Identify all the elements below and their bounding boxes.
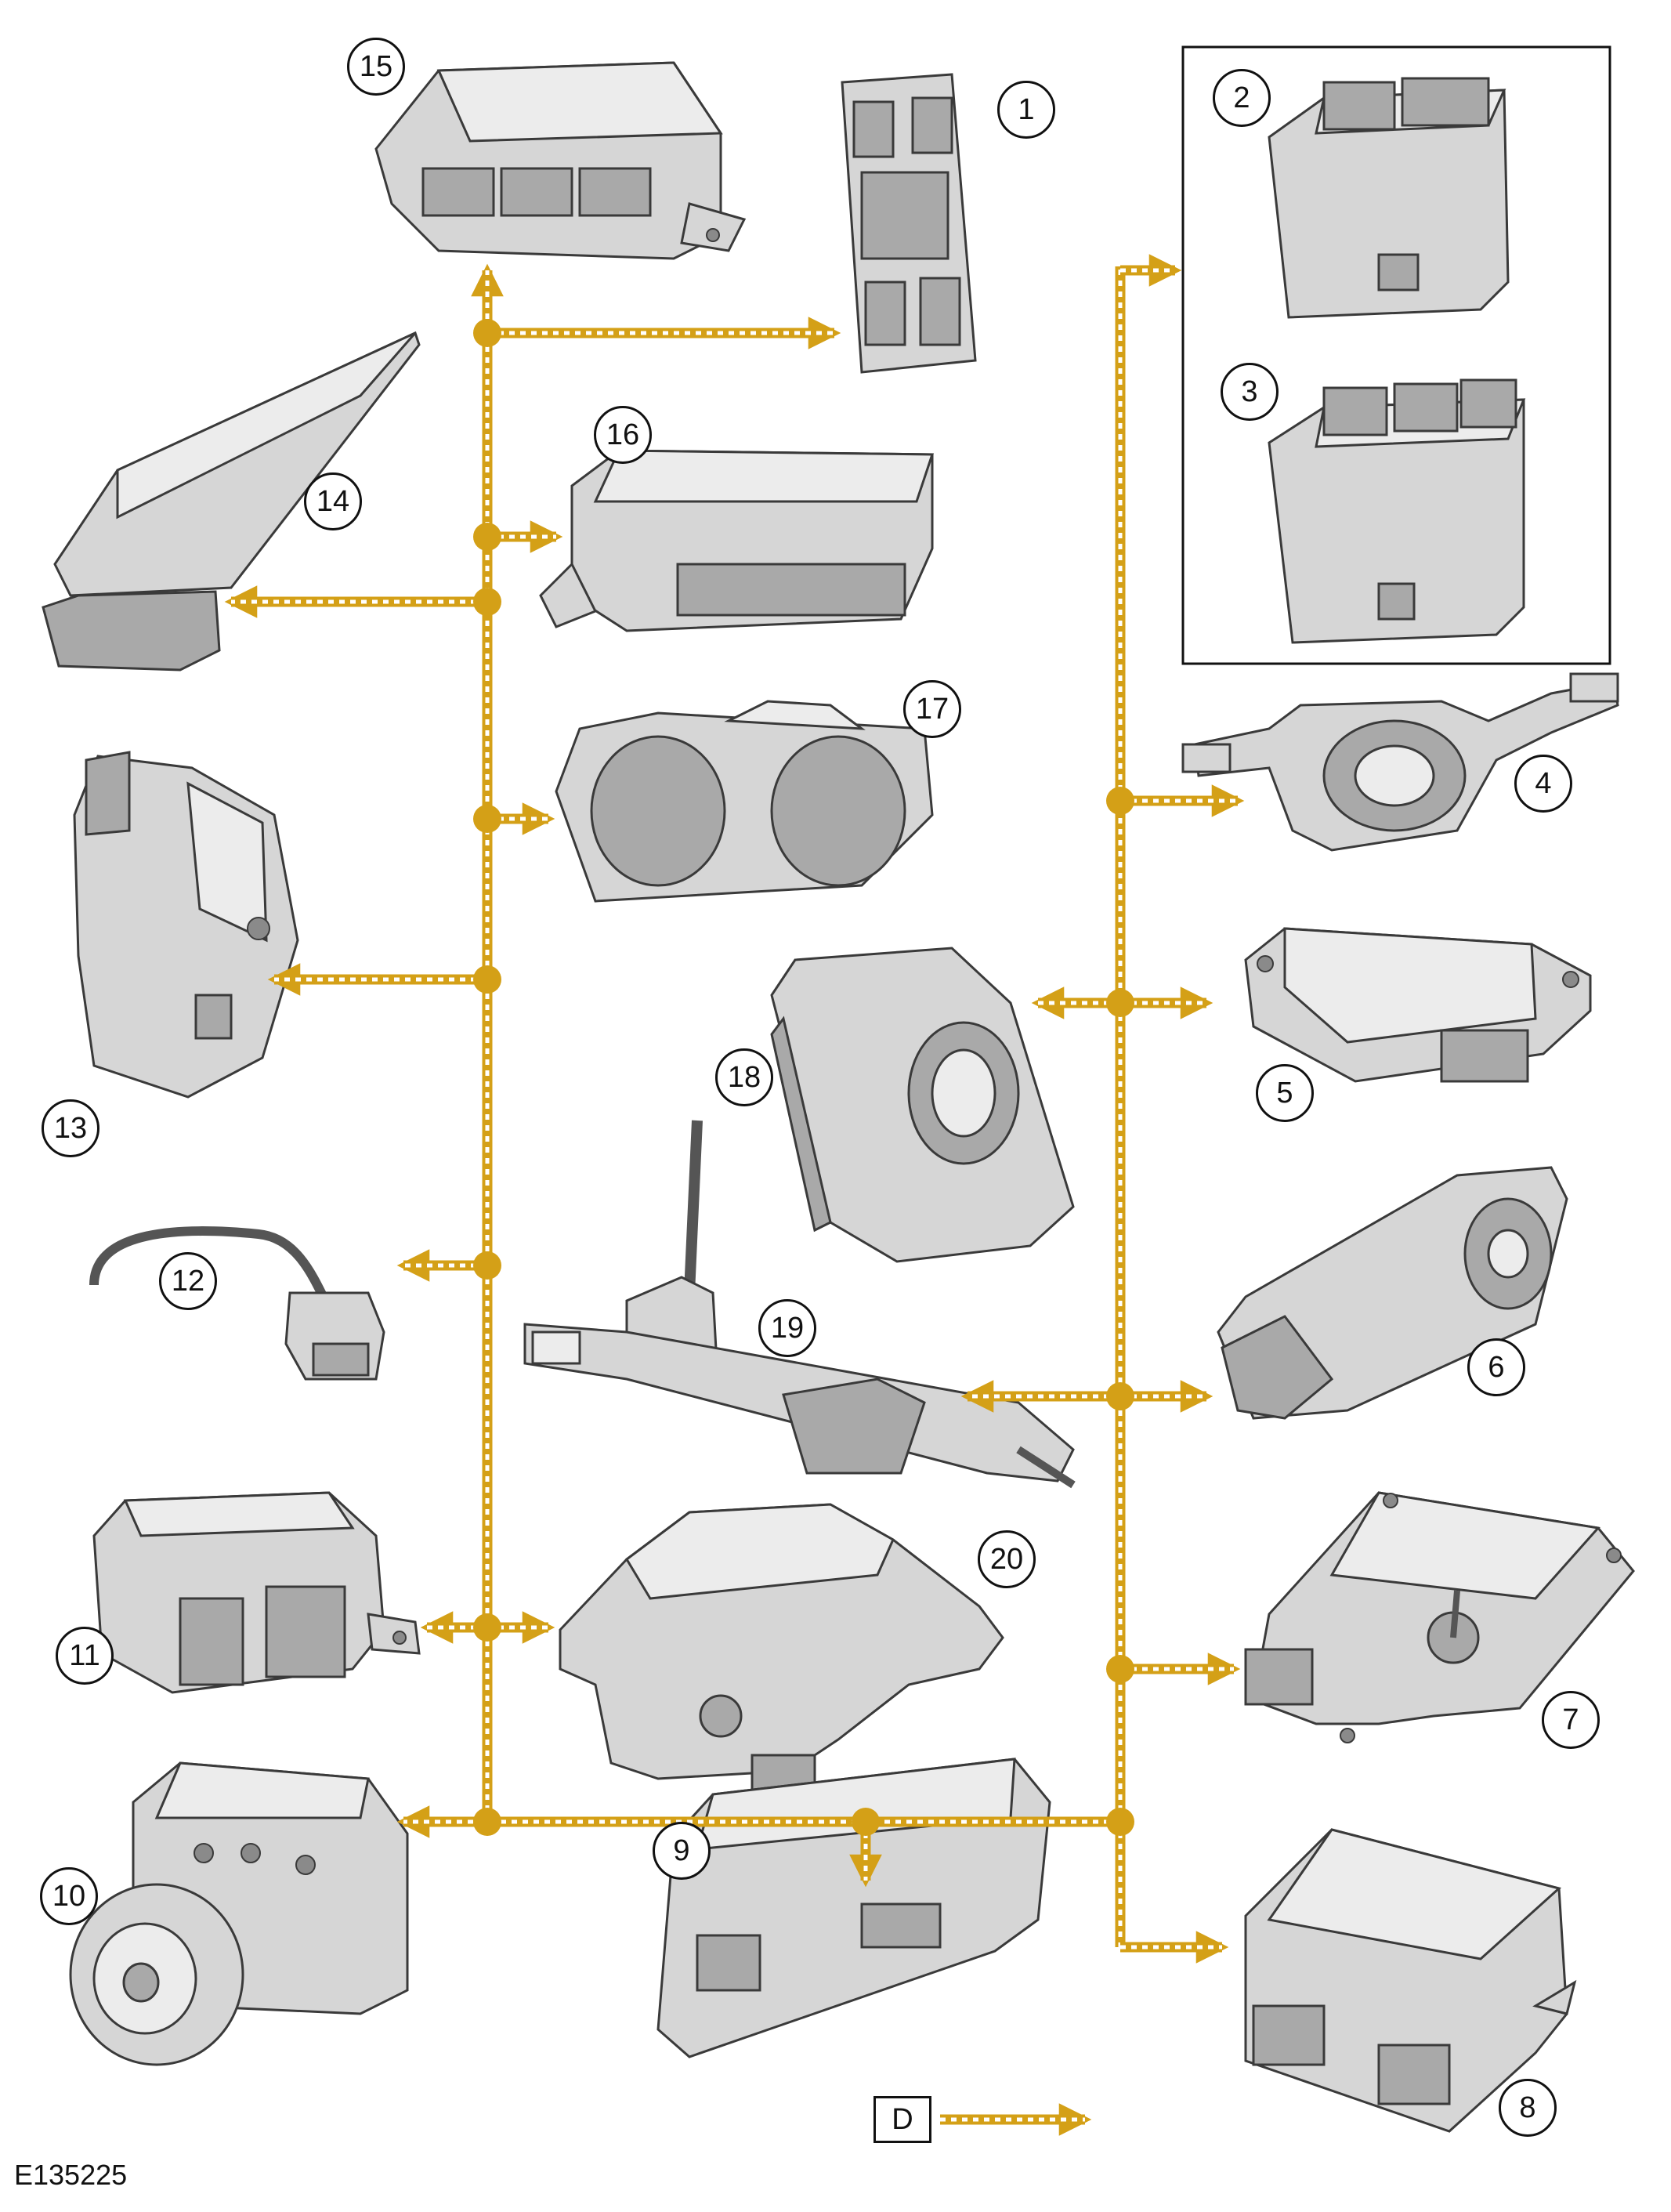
network-nodes (473, 319, 1134, 1836)
figure-id: E135225 (14, 2159, 128, 2191)
module-11-illustration (92, 1491, 421, 1694)
module-19-illustration (523, 1120, 1076, 1489)
module-13-illustration (73, 751, 299, 1099)
module-7-illustration (1244, 1491, 1635, 1743)
module-8-illustration (1244, 1828, 1577, 2133)
module-20-illustration (559, 1503, 1004, 1796)
node-16 (473, 523, 501, 551)
legend-key-box: D (873, 2096, 931, 2143)
node-12 (473, 1251, 501, 1280)
ecm-group-frame (1181, 45, 1611, 665)
module-4-illustration (1181, 672, 1619, 852)
module-12-illustration (89, 1226, 385, 1381)
node-1 (473, 319, 501, 347)
module-5-illustration (1244, 927, 1592, 1083)
module-10-illustration (69, 1761, 409, 2066)
module-16-illustration (539, 449, 935, 632)
module-15-illustration (374, 61, 747, 260)
module-6-illustration (1217, 1166, 1568, 1420)
node-8 (1106, 1808, 1134, 1836)
module-17-illustration (555, 700, 934, 903)
module-9-illustration (656, 1758, 1051, 2058)
module-2-illustration (1268, 77, 1510, 319)
node-10 (473, 1808, 501, 1836)
module-3-illustration (1268, 378, 1526, 644)
module-14-illustration (42, 331, 421, 672)
node-5-18 (1106, 989, 1134, 1017)
node-4 (1106, 787, 1134, 815)
node-13 (473, 965, 501, 994)
module-1-illustration (841, 73, 977, 374)
module-18-illustration (770, 947, 1075, 1263)
node-9 (852, 1808, 880, 1836)
node-6-19 (1106, 1382, 1134, 1410)
node-14 (473, 588, 501, 616)
node-17 (473, 805, 501, 833)
node-7 (1106, 1655, 1134, 1683)
node-11-20 (473, 1613, 501, 1642)
